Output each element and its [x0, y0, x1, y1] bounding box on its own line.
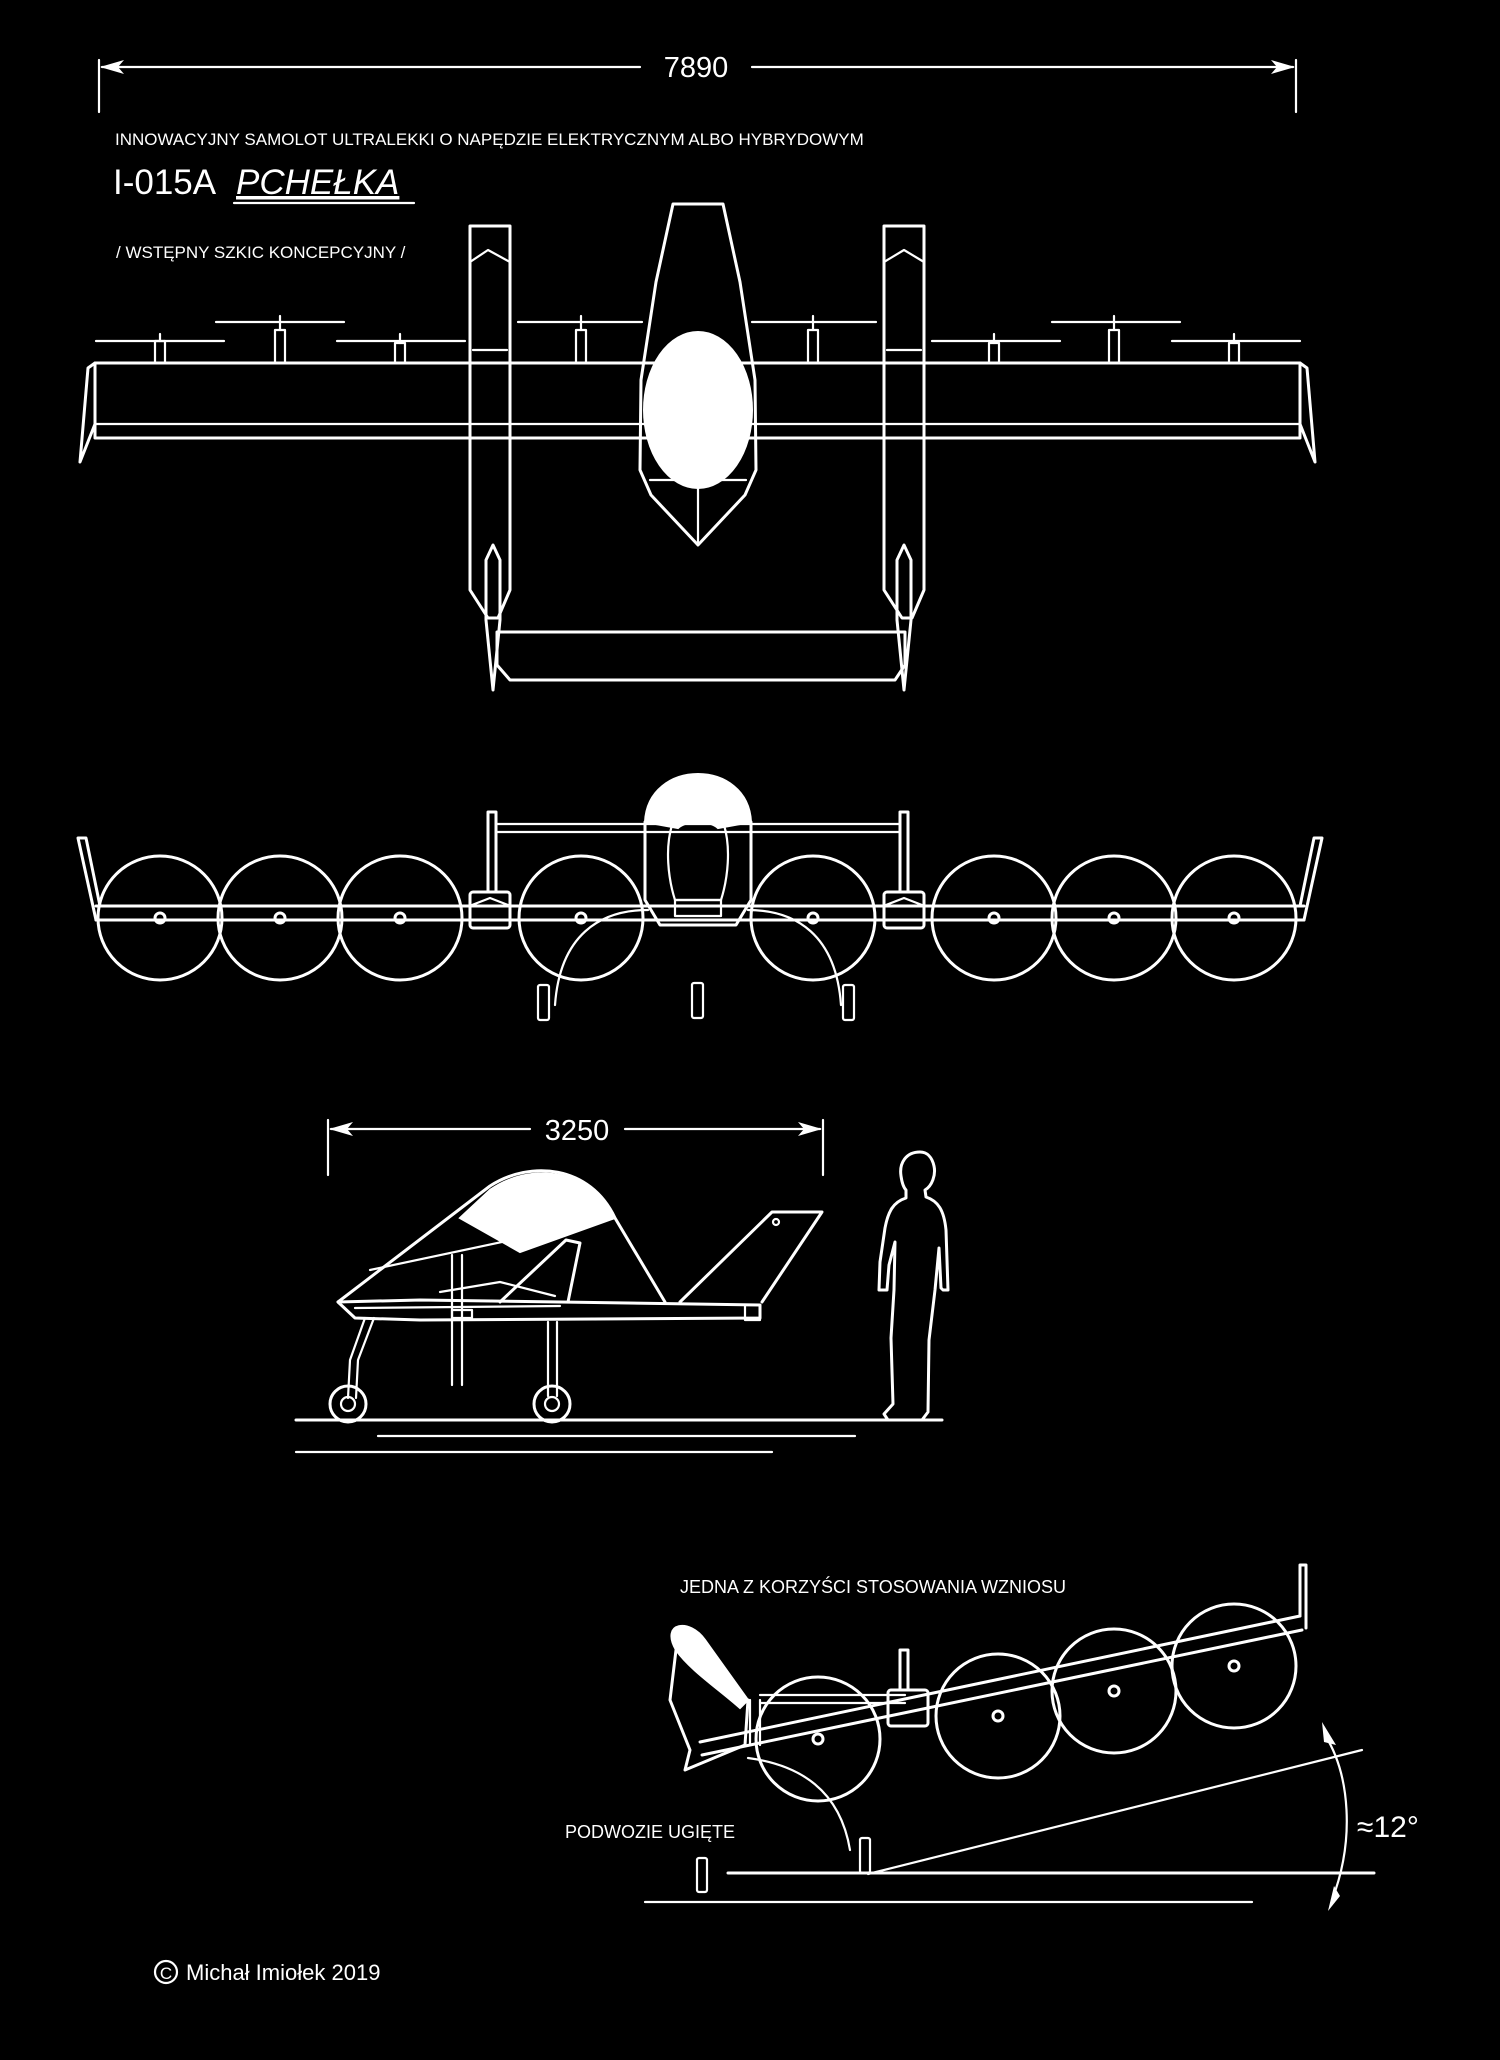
wheel-right — [841, 983, 856, 1022]
boom-section-left — [468, 890, 512, 930]
footer: C Michał Imiołek 2019 — [153, 1959, 380, 1985]
tilted-wingtip — [1298, 1563, 1308, 1630]
gear-leg-right — [746, 908, 843, 1007]
tilted-nose-wheel — [695, 1856, 709, 1894]
side-view-fuselage — [336, 1298, 762, 1322]
propeller-disc — [1050, 854, 1178, 982]
copyright-symbol: C — [160, 1964, 172, 1983]
propeller-station — [214, 314, 346, 365]
header: INNOWACYJNY SAMOLOT ULTRALEKKI O NAPĘDZI… — [113, 130, 864, 262]
fin-left — [486, 810, 498, 894]
tilted-fuselage — [668, 1648, 750, 1772]
subtitle-text: INNOWACYJNY SAMOLOT ULTRALEKKI O NAPĘDZI… — [115, 130, 864, 149]
tilted-wheel — [858, 1836, 872, 1875]
propeller-disc — [96, 854, 224, 982]
front-view-canopy — [643, 773, 753, 830]
propeller-hub — [987, 911, 1001, 925]
tilted-gear-leg — [746, 1756, 852, 1852]
gear-leg-left — [553, 908, 650, 1007]
top-view-fuselage — [638, 202, 758, 547]
length-dimension: 3250 — [326, 1115, 825, 1177]
front-view-propellers — [96, 854, 1298, 982]
copyright-text: Michał Imiołek 2019 — [186, 1960, 380, 1985]
tilted-propeller-disc — [1170, 1602, 1298, 1730]
propeller-station — [94, 332, 226, 365]
propeller-disc — [930, 854, 1058, 982]
propeller-station — [335, 332, 467, 365]
tilt-reference-line — [866, 1748, 1364, 1876]
side-view-canopy — [458, 1172, 617, 1254]
caption-text: / WSTĘPNY SZKIC KONCEPCYJNY / — [116, 243, 406, 262]
top-view-boom-left — [468, 224, 512, 692]
propeller-hub — [574, 911, 588, 925]
front-view-wingtip-left — [76, 836, 102, 922]
propeller-disc — [1170, 854, 1298, 982]
tilted-canopy — [670, 1624, 750, 1710]
copyright-circle — [153, 1959, 179, 1985]
boom-section-right — [882, 890, 926, 930]
propeller-hub — [393, 911, 407, 925]
propeller-station — [930, 332, 1062, 365]
propeller-disc — [336, 854, 464, 982]
top-view-wingtip-right — [1298, 361, 1317, 464]
top-view-wingtip-left — [78, 361, 97, 464]
front-view — [76, 773, 1324, 1022]
tilted-wing-upper — [698, 1614, 1302, 1744]
wingspan-value: 7890 — [664, 52, 729, 84]
side-view-fin — [498, 1238, 582, 1304]
length-value: 3250 — [545, 1115, 610, 1147]
top-view — [78, 202, 1317, 692]
dihedral-view: JEDNA Z KORZYŚCI STOSOWANIA WZNIOSU PODW… — [565, 1563, 1419, 1911]
front-view-empennage — [468, 810, 926, 930]
propeller-hub — [806, 911, 820, 925]
tilted-propeller-disc — [1050, 1627, 1178, 1755]
gear-note-text: PODWOZIE UGIĘTE — [565, 1822, 735, 1842]
propeller-hub — [273, 911, 287, 925]
propeller-station — [516, 314, 644, 365]
top-view-boom-right — [882, 224, 926, 692]
aircraft-name-text: PCHEŁKA — [236, 163, 399, 202]
top-view-nose-lines — [648, 478, 748, 547]
top-view-propellers — [94, 314, 1302, 365]
tilted-boom-section — [886, 1688, 930, 1728]
wheel-nose — [690, 981, 705, 1020]
front-view-fuselage — [643, 820, 753, 927]
side-view-canopy-line — [368, 1216, 617, 1272]
top-view-tailplane — [495, 630, 907, 682]
wheel-left — [536, 983, 551, 1022]
propeller-disc — [517, 854, 645, 982]
front-view-canopy-frame — [666, 823, 730, 902]
angle-value: ≈12° — [1357, 1811, 1419, 1844]
side-view — [294, 1169, 944, 1454]
side-view-wheel-rear — [532, 1384, 572, 1424]
tilted-wing-lower — [700, 1628, 1304, 1757]
propeller-hub — [1227, 911, 1241, 925]
side-view-tail-light — [771, 1217, 781, 1227]
fin-right — [898, 810, 910, 894]
propeller-station — [1050, 314, 1182, 365]
front-view-wingtip-right — [1298, 836, 1324, 922]
propeller-disc — [749, 854, 877, 982]
human-silhouette — [877, 1150, 950, 1422]
wingspan-dimension: 7890 — [97, 52, 1298, 114]
designation-text: I-015A — [113, 163, 217, 202]
top-view-canopy — [643, 331, 753, 489]
side-view-tail — [678, 1210, 824, 1304]
propeller-station — [1170, 332, 1302, 365]
side-view-wheel-front — [328, 1384, 368, 1424]
propeller-disc — [216, 854, 344, 982]
tilted-propeller-disc — [934, 1652, 1062, 1780]
dihedral-note-text: JEDNA Z KORZYŚCI STOSOWANIA WZNIOSU — [680, 1576, 1066, 1597]
front-view-nose-section — [673, 898, 723, 918]
angle-arc — [1323, 1733, 1348, 1902]
propeller-hub — [1107, 911, 1121, 925]
tilted-propeller-disc — [754, 1675, 882, 1803]
side-view-rear-gear — [546, 1320, 559, 1398]
propeller-hub — [153, 911, 167, 925]
front-view-landing-gear — [536, 908, 856, 1022]
propeller-station — [750, 314, 878, 365]
